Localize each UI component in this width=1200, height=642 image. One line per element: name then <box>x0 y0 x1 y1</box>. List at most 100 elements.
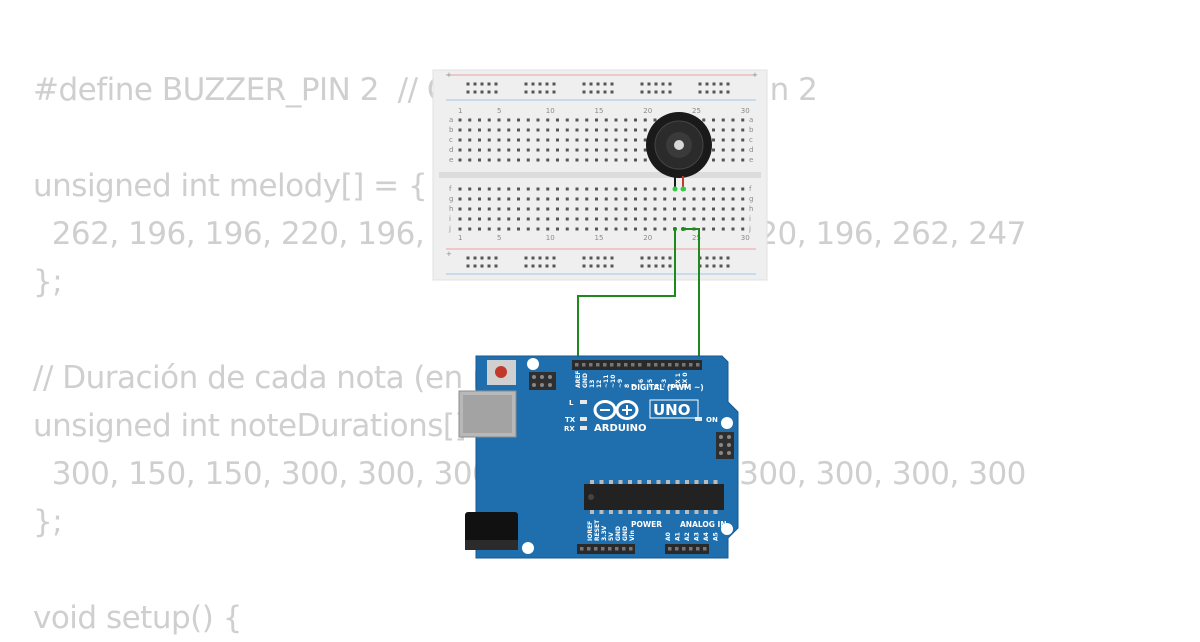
brand-label: ARDUINO <box>594 423 646 434</box>
row-letter: h <box>749 205 753 213</box>
analog-label: ANALOG IN <box>680 520 727 529</box>
row-letter: b <box>749 126 754 134</box>
code-line: unsigned int noteDurations[] = { <box>33 408 530 444</box>
row-letter: g <box>749 195 753 203</box>
row-letter: i <box>449 215 451 223</box>
top-rail-holes <box>466 82 730 94</box>
pin-label: IOREF <box>587 521 594 541</box>
code-line: unsigned int melody[] = { <box>33 168 428 204</box>
wires[interactable] <box>577 227 700 366</box>
row-letter: d <box>749 146 753 154</box>
led-l-label: L <box>569 399 574 407</box>
digital-header[interactable] <box>572 360 702 370</box>
column-number: 5 <box>497 234 501 242</box>
column-number: 30 <box>741 234 750 242</box>
model-label: UNO <box>653 401 691 419</box>
pin-label: 3.3V <box>601 525 608 541</box>
pin-label: 2 <box>668 384 675 388</box>
terminal-strip-bottom <box>458 187 745 231</box>
pin-label: 13 <box>589 380 596 388</box>
column-number: 30 <box>741 107 750 115</box>
pin-label: A1 <box>675 532 682 541</box>
pin-label: A0 <box>665 532 672 541</box>
pin-label: A2 <box>684 532 691 541</box>
column-number: 10 <box>546 234 555 242</box>
rail-plus-label: + <box>446 71 452 79</box>
pin-label: RX 0 <box>682 372 689 388</box>
row-letter: f <box>749 185 752 193</box>
wire-gnd[interactable] <box>577 228 676 366</box>
column-number: 1 <box>458 107 462 115</box>
row-letter: e <box>749 156 753 164</box>
pin-label: A4 <box>703 532 710 541</box>
row-letter: j <box>448 225 451 233</box>
column-number: 10 <box>546 107 555 115</box>
power-analog-header[interactable] <box>577 544 709 554</box>
led-rx-label: RX <box>564 425 575 433</box>
column-number: 15 <box>595 107 604 115</box>
pin-label: Vin <box>629 530 636 541</box>
arduino-logo-icon <box>593 400 639 420</box>
column-number: 25 <box>692 107 701 115</box>
piezo-buzzer[interactable] <box>646 112 712 192</box>
pin-label: GND <box>582 373 589 388</box>
row-letter: i <box>749 215 751 223</box>
pin-label: GND <box>615 526 622 541</box>
pin-label: 8 <box>624 384 631 388</box>
row-letter: a <box>449 116 453 124</box>
column-number: 20 <box>643 234 652 242</box>
power-label: POWER <box>631 520 662 529</box>
center-divider <box>439 172 761 178</box>
row-letter: c <box>449 136 453 144</box>
pin-label: TX 1 <box>675 373 682 388</box>
column-number: 1 <box>458 234 462 242</box>
pin-label: AREF <box>575 371 582 388</box>
row-letter: g <box>449 195 453 203</box>
code-line: }; <box>33 504 63 540</box>
pin-label: 7 <box>631 384 638 388</box>
on-label: ON <box>706 416 718 424</box>
pin-label: A3 <box>694 532 701 541</box>
pin-label: A5 <box>713 532 720 541</box>
code-line: }; <box>33 264 63 300</box>
row-letter: h <box>449 205 453 213</box>
pin-label: ~9 <box>617 379 624 388</box>
led-tx-label: TX <box>565 416 576 424</box>
icsp-header-right <box>716 432 734 459</box>
pin-label: ~5 <box>647 379 654 388</box>
pin-label: ~3 <box>661 379 668 388</box>
pin-label: GND <box>622 526 629 541</box>
pin-label: 5V <box>608 532 615 541</box>
pin-label: RESET <box>594 519 601 541</box>
rail-plus-label-right: + <box>752 71 758 79</box>
icsp-header-top <box>529 372 556 390</box>
row-letter: b <box>449 126 454 134</box>
rail-plus-label-bottom: + <box>446 250 452 258</box>
column-number: 15 <box>595 234 604 242</box>
row-letter: e <box>449 156 453 164</box>
wire-pin2[interactable] <box>682 228 700 366</box>
row-letter: d <box>449 146 453 154</box>
row-letter: j <box>748 225 751 233</box>
pin-label: ~11 <box>603 375 610 388</box>
column-number: 20 <box>643 107 652 115</box>
pin-label: 4 <box>654 384 661 388</box>
column-number: 25 <box>692 234 701 242</box>
column-number: 5 <box>497 107 501 115</box>
digital-label: DIGITAL (PWM ~) <box>631 383 704 392</box>
pin-label: ~6 <box>638 379 645 388</box>
row-letter: a <box>749 116 753 124</box>
bottom-rail-holes <box>466 256 730 268</box>
pin-label: ~10 <box>610 375 617 388</box>
pin-label: 12 <box>596 380 603 388</box>
row-letter: f <box>449 185 452 193</box>
atmega-chip <box>584 480 724 514</box>
